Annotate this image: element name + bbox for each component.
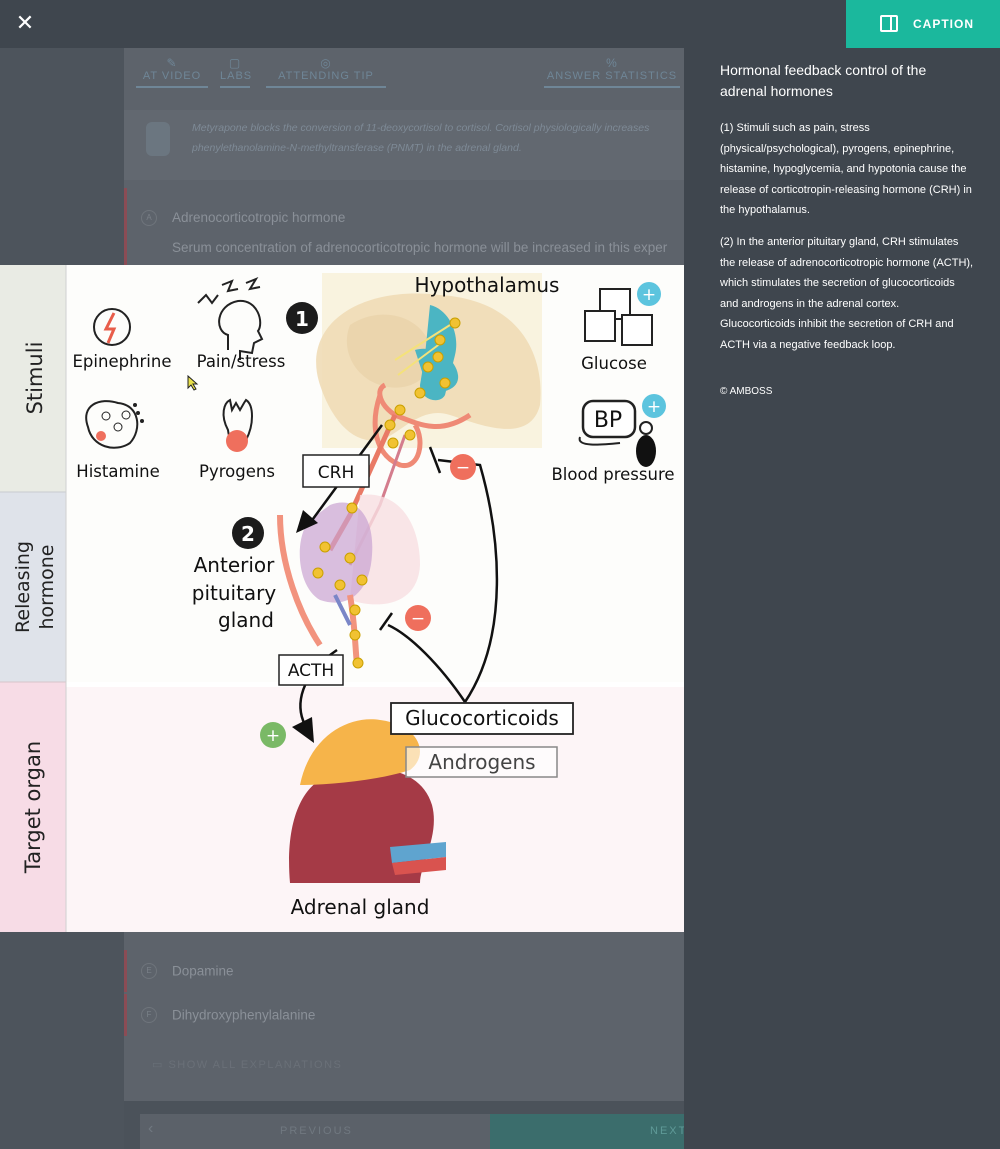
tab-labs[interactable]: ▢LABS [220, 56, 251, 88]
hypothalamus-illustration [316, 273, 542, 448]
svg-text:−: − [411, 609, 425, 629]
adrenal-gland-illustration [289, 719, 446, 883]
lightbox-top-bar: ✕ CAPTION [0, 0, 1000, 48]
next-label: NEXT [650, 1125, 688, 1137]
svg-text:+: + [647, 397, 661, 417]
sidebar-panel-icon [880, 15, 898, 32]
labs-icon: ▢ [228, 56, 242, 70]
video-icon: ✎ [166, 56, 178, 70]
glucocorticoids-label: Glucocorticoids [405, 706, 559, 730]
pituitary-label-line-3: gland [218, 608, 274, 632]
row-label-releasing: Releasing [12, 541, 34, 633]
caption-button-label: CAPTION [913, 17, 974, 31]
glucose-icon: + [584, 282, 661, 346]
svg-text:−: − [456, 458, 470, 478]
show-all-explanations-link[interactable]: ▭ SHOW ALL EXPLANATIONS [152, 1059, 343, 1071]
histamine-label: Histamine [76, 462, 159, 481]
diagram-image: Stimuli Releasing hormone Target organ [0, 265, 684, 932]
row-label-target: Target organ [21, 741, 45, 874]
attending-tip-box: Metyrapone blocks the conversion of 11-d… [124, 110, 684, 180]
acth-label: ACTH [288, 661, 334, 681]
option-text: Adrenocorticotropic hormone [172, 210, 346, 225]
pituitary-illustration [277, 494, 420, 669]
answer-option-e[interactable]: E Dopamine [124, 950, 684, 992]
caption-panel: Hormonal feedback control of the adrenal… [684, 48, 1000, 1149]
background-tabs: ✎AT VIDEO ▢LABS ◎ATTENDING TIP %ANSWER S… [124, 56, 684, 100]
inhibition-marker-1 [450, 454, 476, 480]
pituitary-label-line-1: Anterior [194, 553, 276, 577]
glucocorticoids-box [390, 702, 574, 735]
step-1-marker [286, 302, 318, 334]
row-band-target [0, 682, 66, 932]
epinephrine-icon [93, 308, 131, 346]
caption-title: Hormonal feedback control of the adrenal… [720, 62, 927, 99]
tip-text: Metyrapone blocks the conversion of 11-d… [192, 122, 650, 154]
pyrogens-label: Pyrogens [199, 462, 275, 481]
feedback-line-pituitary [387, 623, 467, 703]
hypothalamus-label: Hypothalamus [415, 273, 560, 297]
crh-box [302, 454, 370, 488]
svg-text:+: + [642, 285, 656, 305]
statistics-icon: % [606, 56, 618, 70]
close-icon[interactable]: ✕ [15, 10, 35, 35]
step-2-marker [232, 517, 264, 549]
option-letter: E [141, 963, 157, 979]
caption-toggle-button[interactable]: CAPTION [846, 0, 1000, 48]
pain-stress-label: Pain/stress [197, 352, 286, 371]
crh-label: CRH [318, 463, 354, 483]
answer-option-f[interactable]: F Dihydroxyphenylalanine [124, 994, 684, 1036]
caption-paragraph-2: (2) In the anterior pituitary gland, CRH… [720, 236, 974, 351]
row-label-stimuli: Stimuli [23, 342, 47, 415]
stimulation-marker [260, 722, 286, 748]
pituitary-label-line-2: pituitary [192, 581, 277, 605]
histamine-icon [85, 400, 144, 449]
tab-attending-tip[interactable]: ◎ATTENDING TIP [266, 56, 386, 88]
pain-stress-icon [197, 276, 264, 360]
mouse-cursor-icon [187, 375, 199, 391]
option-letter: A [141, 210, 157, 226]
glucose-label: Glucose [581, 354, 647, 373]
chevron-left-icon: ‹ [148, 1120, 154, 1137]
previous-label: PREVIOUS [280, 1125, 353, 1137]
tip-icon: ◎ [320, 56, 332, 70]
epinephrine-label: Epinephrine [73, 352, 172, 371]
adrenal-gland-label: Adrenal gland [291, 895, 430, 919]
tab-video[interactable]: ✎AT VIDEO [136, 56, 208, 88]
option-explanation: Serum concentration of adrenocorticotrop… [172, 240, 668, 255]
blood-pressure-label: Blood pressure [551, 465, 674, 484]
svg-text:BP: BP [594, 408, 622, 433]
acth-box [278, 654, 344, 686]
androgens-box [405, 746, 558, 778]
svg-text:1: 1 [295, 307, 309, 331]
next-button[interactable]: NEXT [490, 1114, 688, 1149]
option-letter: F [141, 1007, 157, 1023]
inhibition-marker-2 [405, 605, 431, 631]
option-text: Dihydroxyphenylalanine [172, 1007, 316, 1023]
feedback-line-hypothalamus [437, 458, 499, 703]
previous-button[interactable]: ‹ PREVIOUS [140, 1114, 490, 1149]
row-band-releasing [0, 492, 66, 682]
row-label-hormone: hormone [36, 544, 58, 629]
folder-icon: ▭ [152, 1059, 169, 1071]
answer-option-a[interactable]: A Adrenocorticotropic hormone Serum conc… [124, 188, 684, 265]
tab-answer-statistics[interactable]: %ANSWER STATISTICS [544, 56, 680, 88]
svg-text:+: + [266, 726, 280, 746]
doctor-avatar-icon [146, 122, 170, 156]
svg-text:2: 2 [241, 522, 255, 546]
androgens-label: Androgens [428, 750, 535, 774]
caption-copyright: © AMBOSS [720, 386, 773, 397]
blood-pressure-icon: BP + [578, 394, 666, 467]
caption-paragraph-1: (1) Stimuli such as pain, stress (physic… [720, 122, 972, 216]
pyrogens-icon [222, 398, 253, 452]
option-text: Dopamine [172, 963, 234, 979]
row-band-stimuli [0, 265, 66, 492]
